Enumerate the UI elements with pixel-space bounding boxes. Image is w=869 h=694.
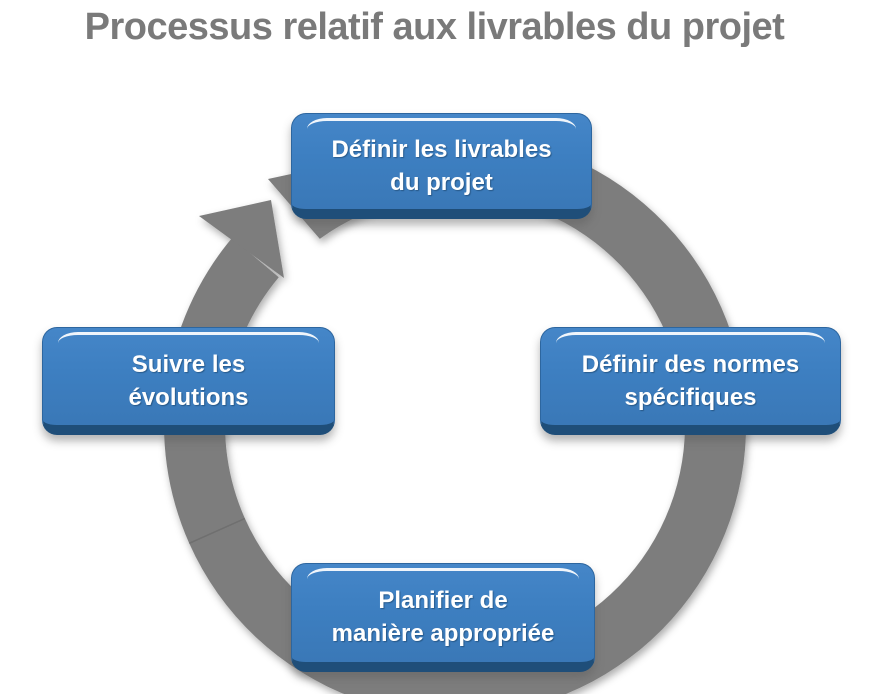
- gloss-highlight: [307, 568, 579, 583]
- ring-seam: [188, 517, 246, 544]
- step-label-line: du projet: [390, 168, 493, 196]
- step-label-line: Définir des normes: [581, 350, 800, 378]
- step-box-suivre-evolutions: Suivre les évolutions: [42, 327, 335, 435]
- gloss-highlight: [58, 332, 319, 347]
- step-label-line: Suivre les: [131, 350, 246, 378]
- step-label-line: Planifier de: [378, 587, 508, 614]
- step-box-normes-specifiques: Définir des normes spécifiques: [540, 327, 841, 435]
- step-label-line: évolutions: [128, 383, 249, 411]
- step-box-planifier: Planifier de manière appropriée: [291, 563, 595, 672]
- step-label: Définir les livrables du projet: [331, 133, 551, 199]
- step-label-line: Définir les livrables: [331, 135, 552, 163]
- step-label-line: spécifiques: [624, 383, 757, 411]
- gloss-highlight: [556, 332, 825, 347]
- arrowhead-icon: [199, 200, 284, 278]
- step-label: Planifier de manière appropriée: [332, 584, 555, 650]
- diagram-title: Processus relatif aux livrables du proje…: [84, 6, 785, 48]
- gloss-highlight: [307, 118, 576, 133]
- step-label-line: manière appropriée: [331, 620, 555, 647]
- step-label: Définir des normes spécifiques: [582, 348, 799, 414]
- step-box-definir-livrables: Définir les livrables du projet: [291, 113, 592, 219]
- step-label: Suivre les évolutions: [128, 348, 248, 414]
